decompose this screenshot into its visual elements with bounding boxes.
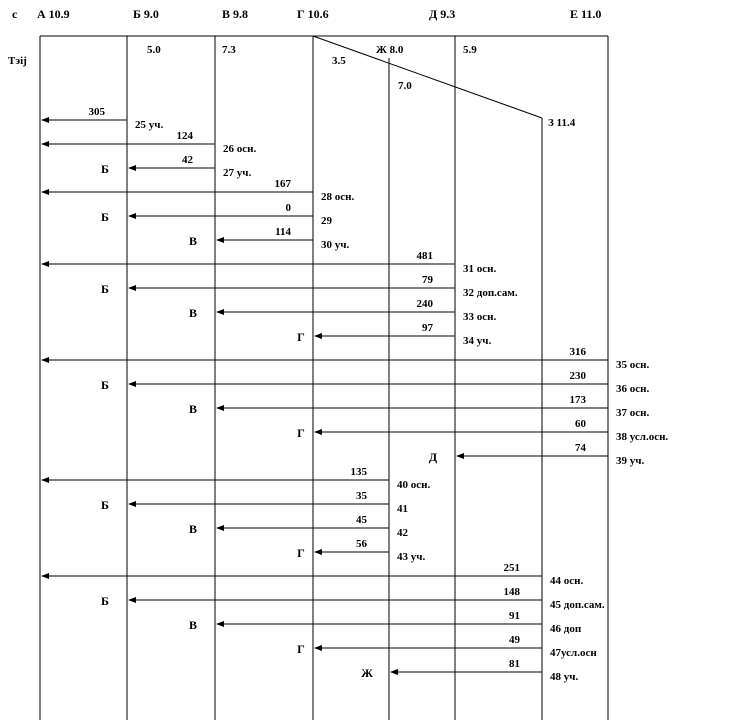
work-destination: Г <box>297 546 305 560</box>
work-value: 56 <box>356 538 368 550</box>
work-value: 42 <box>182 154 194 166</box>
header-a: А 10.9 <box>37 7 70 21</box>
work-label: 32 доп.сам. <box>463 287 518 299</box>
corner-label: с <box>12 7 18 21</box>
work-label: 46 доп <box>550 623 582 635</box>
header-v: В 9.8 <box>222 7 248 21</box>
work-label: 30 уч. <box>321 239 349 251</box>
work-destination: Б <box>101 162 109 176</box>
work-value: 316 <box>570 346 587 358</box>
work-label: 28 осн. <box>321 191 354 203</box>
work-label: 41 <box>397 503 408 515</box>
work-label: 48 уч. <box>550 671 578 683</box>
work-destination: Б <box>101 282 109 296</box>
work-value: 173 <box>570 394 587 406</box>
work-destination: Ж <box>361 666 373 680</box>
work-label: 33 осн. <box>463 311 496 323</box>
work-label: 38 усл.осн. <box>616 431 668 443</box>
node-z: З 11.4 <box>548 117 576 129</box>
work-label: 43 уч. <box>397 551 425 563</box>
header-g: Г 10.6 <box>297 7 329 21</box>
work-label: 34 уч. <box>463 335 491 347</box>
header-d: Д 9.3 <box>429 7 455 21</box>
work-label: 26 осн. <box>223 143 256 155</box>
work-label: 35 осн. <box>616 359 649 371</box>
work-destination: Б <box>101 498 109 512</box>
offset-b: 5.0 <box>147 44 161 56</box>
work-value: 45 <box>356 514 368 526</box>
work-value: 124 <box>177 130 194 142</box>
work-label: 36 осн. <box>616 383 649 395</box>
offset-g: 3.5 <box>332 55 346 67</box>
header-e: Е 11.0 <box>570 7 601 21</box>
work-destination: Б <box>101 378 109 392</box>
work-label: 45 доп.сам. <box>550 599 605 611</box>
work-destination: Г <box>297 426 305 440</box>
work-value: 148 <box>504 586 521 598</box>
offset-d: 5.9 <box>463 44 477 56</box>
work-value: 167 <box>275 178 292 190</box>
work-value: 240 <box>417 298 434 310</box>
diagonal-boundary <box>312 35 543 119</box>
work-value: 135 <box>351 466 368 478</box>
axis-label: Тэij <box>8 55 27 67</box>
work-destination: Г <box>297 642 305 656</box>
work-destination: Г <box>297 330 305 344</box>
work-value: 74 <box>575 442 587 454</box>
works-layer: 305 25 уч. 124 26 осн. 42 27 уч. Б 167 28 осн. 0 2… <box>41 106 668 683</box>
work-destination: В <box>189 618 197 632</box>
work-destination: В <box>189 522 197 536</box>
work-destination: В <box>189 306 197 320</box>
work-value: 481 <box>417 250 434 262</box>
work-label: 27 уч. <box>223 167 251 179</box>
work-label: 25 уч. <box>135 119 163 131</box>
work-label: 47усл.осн <box>550 647 597 659</box>
work-value: 35 <box>356 490 368 502</box>
header-b: Б 9.0 <box>133 7 159 21</box>
work-value: 60 <box>575 418 587 430</box>
work-value: 81 <box>509 658 520 670</box>
work-value: 251 <box>504 562 521 574</box>
work-label: 44 осн. <box>550 575 583 587</box>
offset-v: 7.3 <box>222 44 236 56</box>
work-destination: Б <box>101 210 109 224</box>
work-value: 305 <box>89 106 106 118</box>
work-value: 79 <box>422 274 434 286</box>
work-value: 49 <box>509 634 521 646</box>
node-zh: Ж 8.0 <box>376 44 404 56</box>
work-destination: В <box>189 402 197 416</box>
work-value: 0 <box>286 202 292 214</box>
work-destination: В <box>189 234 197 248</box>
work-label: 40 осн. <box>397 479 430 491</box>
work-value: 230 <box>570 370 587 382</box>
work-destination: Д <box>429 450 438 464</box>
work-destination: Б <box>101 594 109 608</box>
offset-zh: 7.0 <box>398 80 412 92</box>
work-value: 97 <box>422 322 434 334</box>
work-value: 114 <box>275 226 291 238</box>
work-label: 37 осн. <box>616 407 649 419</box>
work-label: 42 <box>397 527 409 539</box>
work-label: 39 уч. <box>616 455 644 467</box>
work-value: 91 <box>509 610 520 622</box>
work-label: 31 осн. <box>463 263 496 275</box>
work-label: 29 <box>321 215 333 227</box>
